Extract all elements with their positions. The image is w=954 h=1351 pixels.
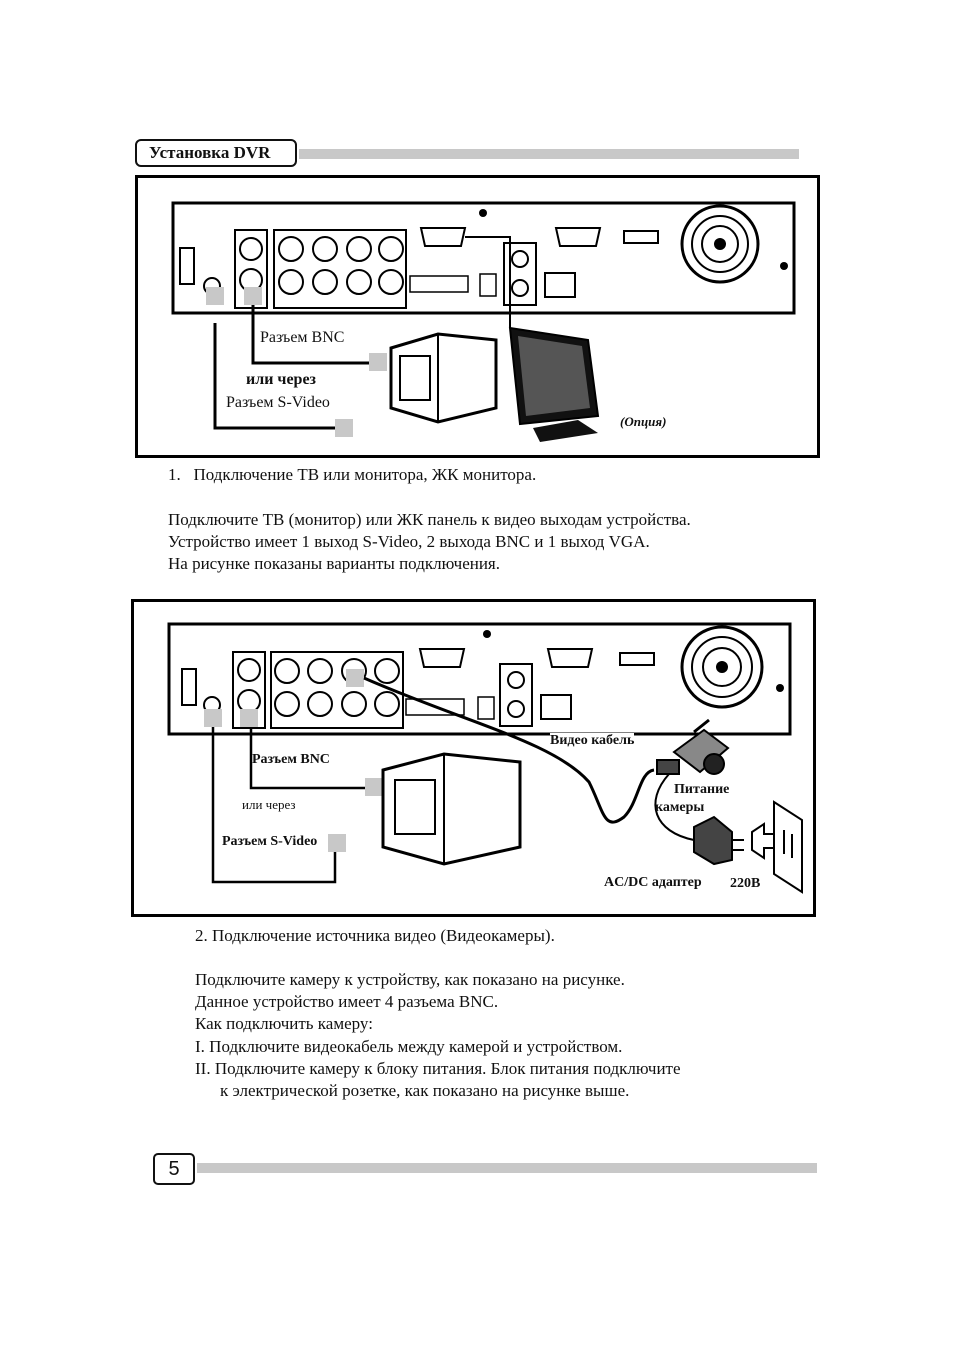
section2-heading: 2. Подключение источника видео (Видеокам… bbox=[195, 926, 555, 945]
section1-line: Подключите ТВ (монитор) или ЖК панель к … bbox=[168, 510, 691, 529]
section1-line: На рисунке показаны варианты подключения… bbox=[168, 554, 500, 573]
section2-line: Подключите камеру к устройству, как пока… bbox=[195, 970, 625, 989]
wall-socket-icon bbox=[751, 800, 803, 894]
bnc-in-ports-icon bbox=[278, 236, 404, 295]
section1-heading-text: Подключение ТВ или монитора, ЖК монитора… bbox=[193, 465, 537, 484]
header-rule bbox=[299, 149, 799, 159]
section-title: Установка DVR bbox=[135, 139, 297, 167]
figure2-voltage-label: 220В bbox=[730, 876, 761, 891]
bnc-out-1-icon bbox=[239, 237, 263, 261]
video-cable bbox=[363, 676, 655, 824]
rs232-port-icon bbox=[546, 648, 594, 668]
rs232-port-icon bbox=[554, 227, 602, 247]
footer-rule bbox=[197, 1163, 817, 1173]
section2-line: Как подключить камеру: bbox=[195, 1014, 373, 1033]
section2-line: к электрической розетке, как показано на… bbox=[220, 1081, 630, 1100]
dvr-rear-panel-diagram bbox=[171, 201, 796, 442]
power-adapter-icon bbox=[693, 815, 744, 866]
section1-line: Устройство имеет 1 выход S-Video, 2 выхо… bbox=[168, 532, 650, 551]
crt-tv-icon bbox=[389, 332, 498, 424]
figure2-bnc-label: Разъем BNC bbox=[252, 752, 330, 767]
bnc-in-ports-icon bbox=[274, 658, 400, 717]
section1-heading: 1. Подключение ТВ или монитора, ЖК монит… bbox=[168, 464, 536, 486]
figure2-camera-power-label-1: Питание bbox=[674, 782, 730, 797]
figure2-camera-power-label-2: камеры bbox=[655, 800, 705, 815]
figure2-svideo-label: Разъем S-Video bbox=[222, 834, 318, 849]
figure2-adapter-label: AC/DC адаптер bbox=[604, 875, 702, 890]
network-port-icon bbox=[479, 273, 497, 297]
figure-camera-connection: Видео кабель Разъем BNC или через Разъем… bbox=[131, 599, 816, 917]
power-input-icon bbox=[623, 230, 659, 244]
camera-connection-diagram bbox=[167, 622, 803, 894]
screw-icon bbox=[479, 209, 487, 217]
figure1-bnc-label: Разъем BNC bbox=[260, 329, 345, 346]
camera-icon bbox=[656, 718, 730, 775]
page-number: 5 bbox=[153, 1153, 195, 1185]
alarm-terminal-icon bbox=[409, 275, 469, 293]
section1-heading-number: 1. bbox=[168, 465, 181, 484]
lan-port-icon bbox=[544, 272, 576, 298]
lcd-monitor-icon bbox=[508, 326, 600, 442]
figure1-option-label: (Опция) bbox=[620, 414, 667, 429]
figure2-video-cable-label: Видео кабель bbox=[550, 733, 635, 749]
section2-line: II. Подключите камеру к блоку питания. Б… bbox=[195, 1059, 681, 1078]
power-switch-icon bbox=[179, 247, 195, 285]
figure1-svideo-label: Разъем S-Video bbox=[226, 394, 330, 411]
figure-tv-monitor-connection: Разъем BNC или через Разъем S-Video (Опц… bbox=[135, 175, 820, 458]
vga-port-icon bbox=[419, 227, 467, 247]
figure1-or-via-label: или через bbox=[246, 371, 316, 388]
power-switch-icon bbox=[181, 668, 197, 706]
vga-port-icon bbox=[418, 648, 466, 668]
crt-tv-icon bbox=[381, 752, 522, 866]
audio-out-port-icon bbox=[511, 279, 529, 297]
svideo-plug-marker bbox=[206, 287, 224, 305]
bnc-plug-marker bbox=[244, 287, 262, 305]
section2-line: Данное устройство имеет 4 разъема BNC. bbox=[195, 992, 499, 1011]
figure2-or-via-label: или через bbox=[242, 797, 296, 812]
section2-line: I. Подключите видеокабель между камерой … bbox=[195, 1037, 623, 1056]
audio-in-port-icon bbox=[511, 250, 529, 268]
